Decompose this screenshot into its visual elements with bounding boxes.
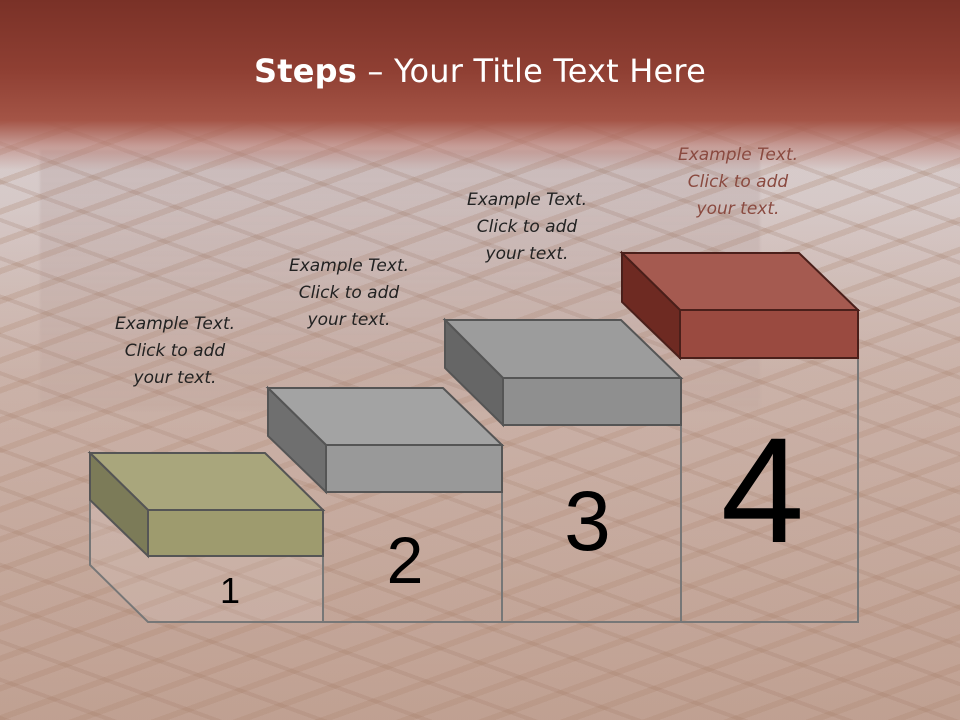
step-4-caption[interactable]: Example Text. Click to add your text. bbox=[648, 142, 828, 223]
caption-line: your text. bbox=[696, 199, 780, 219]
caption-line: Click to add bbox=[476, 217, 578, 237]
caption-line: Click to add bbox=[124, 341, 226, 361]
caption-line: Click to add bbox=[298, 283, 400, 303]
step-3-number: 3 bbox=[564, 474, 611, 568]
caption-line: your text. bbox=[307, 310, 391, 330]
step-4-number: 4 bbox=[720, 406, 805, 574]
title-bold: Steps bbox=[254, 52, 358, 90]
step-2-block[interactable] bbox=[265, 385, 505, 623]
step-2-number: 2 bbox=[386, 523, 424, 597]
step-3-block[interactable] bbox=[442, 317, 684, 623]
caption-line: Click to add bbox=[687, 172, 789, 192]
caption-line: Example Text. bbox=[466, 190, 588, 210]
step-4-block[interactable] bbox=[619, 250, 861, 623]
step-1-caption[interactable]: Example Text. Click to add your text. bbox=[85, 311, 265, 392]
caption-line: Example Text. bbox=[288, 256, 410, 276]
slide-title[interactable]: Steps – Your Title Text Here bbox=[0, 52, 960, 90]
step-2-caption[interactable]: Example Text. Click to add your text. bbox=[259, 253, 439, 334]
caption-line: Example Text. bbox=[677, 145, 799, 165]
title-band bbox=[0, 0, 960, 170]
step-3-caption[interactable]: Example Text. Click to add your text. bbox=[437, 187, 617, 268]
title-rest: – Your Title Text Here bbox=[357, 52, 706, 90]
step-1-number: 1 bbox=[219, 570, 241, 611]
caption-line: your text. bbox=[485, 244, 569, 264]
step-1-block[interactable] bbox=[87, 450, 326, 623]
caption-line: Example Text. bbox=[114, 314, 236, 334]
caption-line: your text. bbox=[133, 368, 217, 388]
